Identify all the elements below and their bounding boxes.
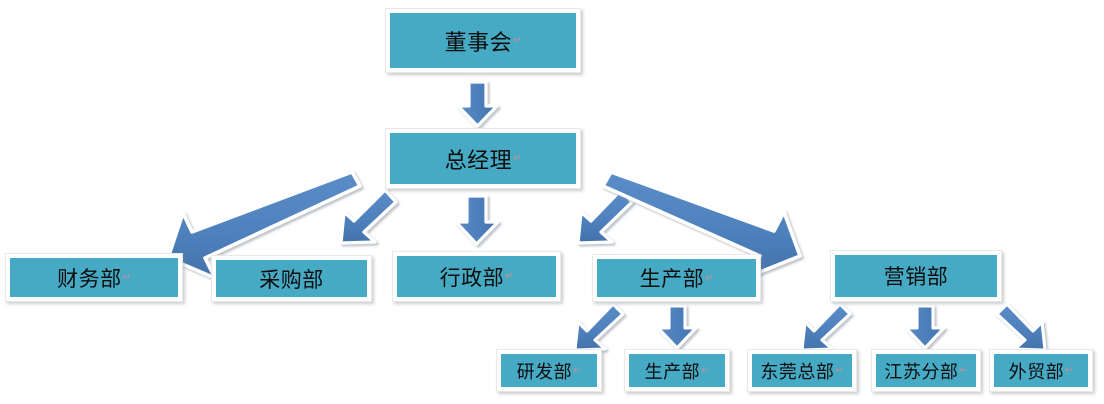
arrow-gm-to-procurement [339,188,398,245]
node-production-sub-label: 生产部 [644,361,701,382]
arrow-marketing-to-jiangsu [904,304,946,350]
node-procurement-label: 采购部 [259,268,324,292]
node-board-fill: 董事会↵ [390,13,576,68]
pilcrow-mark: ↵ [705,272,714,284]
node-dongguan-hq[interactable]: 东莞总部↵ [747,349,857,392]
pilcrow-mark: ↵ [701,365,710,376]
node-procurement[interactable]: 采购部 [211,255,372,302]
node-rnd[interactable]: 研发部↵ [496,349,602,392]
node-production-sub-fill: 生产部↵ [629,354,725,387]
pilcrow-mark: ↵ [513,35,522,46]
node-finance-fill: 财务部↵ [10,258,178,297]
node-finance[interactable]: 财务部↵ [5,253,183,302]
node-jiangsu-branch-fill: 江苏分部↵ [876,354,976,387]
pilcrow-mark: ↵ [122,272,131,283]
pilcrow-mark: ↵ [513,153,522,164]
node-marketing-fill: 营销部 [835,255,997,297]
node-jiangsu-branch-label: 江苏分部 [884,361,959,382]
arrow-marketing-to-foreign-trade [995,302,1047,352]
node-production-sub[interactable]: 生产部↵ [624,349,730,392]
node-dongguan-hq-label: 东莞总部 [760,361,835,382]
node-marketing[interactable]: 营销部 [830,250,1002,302]
node-general-manager-fill: 总经理↵ [390,133,576,184]
node-foreign-trade-label: 外贸部 [1008,361,1065,382]
node-rnd-fill: 研发部↵ [501,354,597,387]
node-jiangsu-branch[interactable]: 江苏分部↵ [871,349,981,392]
arrow-marketing-to-dongguan [800,302,852,352]
node-dongguan-hq-fill: 东莞总部↵ [752,354,852,387]
node-administration-fill: 行政部↵ [397,256,556,297]
pilcrow-mark: ↵ [573,365,582,376]
node-foreign-trade-fill: 外贸部↵ [994,354,1088,387]
pilcrow-mark: ↵ [505,271,514,282]
arrow-production-to-rnd [573,302,625,352]
pilcrow-mark: ↵ [1065,365,1074,376]
arrow-gm-to-production [576,188,634,245]
pilcrow-mark: ↵ [835,365,844,376]
arrow-production-to-production-sub [656,304,698,350]
node-administration[interactable]: 行政部↵ [392,251,561,302]
node-production-label: 生产部 [639,268,705,291]
pilcrow-mark: ↵ [959,365,968,376]
node-finance-label: 财务部 [57,267,122,291]
node-board[interactable]: 董事会↵ [385,8,581,73]
node-board-label: 董事会 [444,29,513,55]
node-general-manager-label: 总经理 [444,147,513,173]
node-rnd-label: 研发部 [516,361,573,382]
arrow-board-to-gm [456,80,499,128]
node-administration-label: 行政部 [439,266,505,290]
node-production-fill: 生产部↵ [597,259,756,297]
node-marketing-label: 营销部 [883,266,949,289]
arrow-gm-to-administration [454,194,500,246]
node-production[interactable]: 生产部↵ [592,254,761,302]
node-procurement-fill: 采购部 [216,260,367,297]
node-foreign-trade[interactable]: 外贸部↵ [989,349,1093,392]
node-general-manager[interactable]: 总经理↵ [385,128,581,189]
